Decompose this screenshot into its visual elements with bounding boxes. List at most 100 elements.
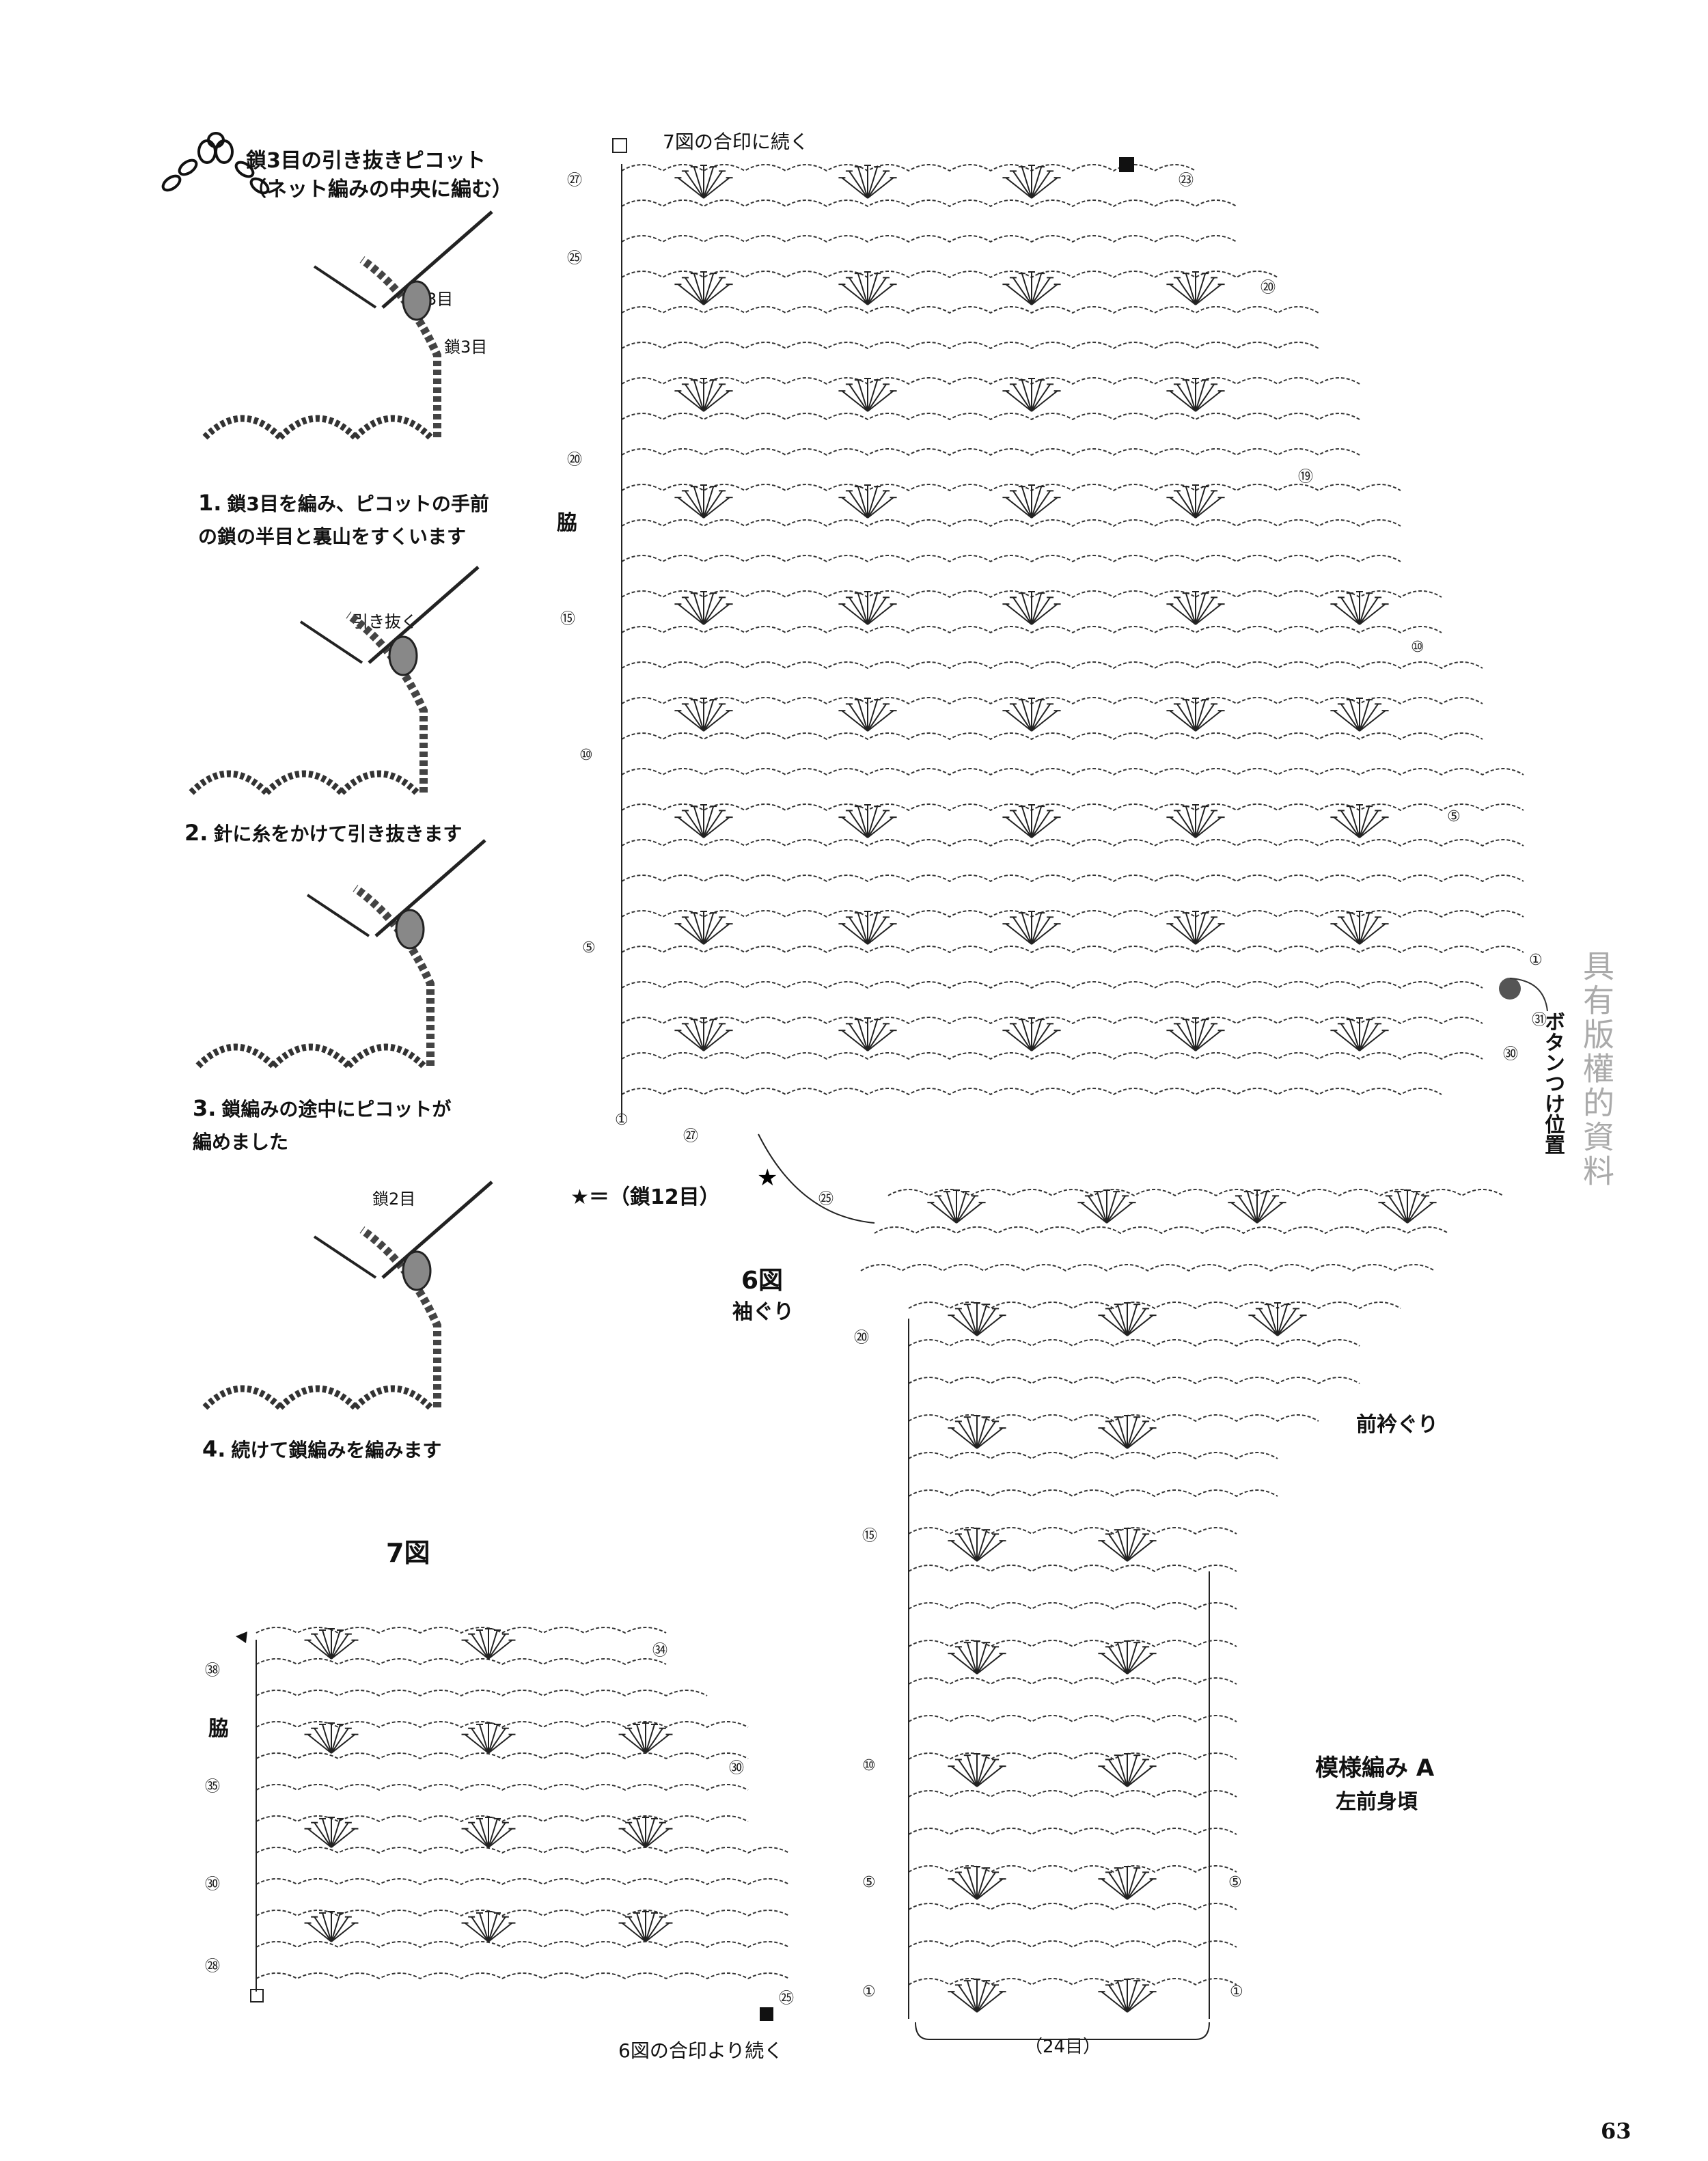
chain-net-row xyxy=(256,1941,790,1949)
step-2-text: 2.針に糸をかけて引き抜きます xyxy=(184,816,462,851)
shell-fan xyxy=(1166,591,1225,625)
shell-fan xyxy=(618,1817,673,1848)
shell-fan xyxy=(948,1528,1006,1562)
shell-fan xyxy=(1098,1415,1157,1449)
fig6-row-marker-right: ⑳ xyxy=(1261,279,1276,297)
chain-net-row xyxy=(908,1640,1237,1648)
fig6-row-marker-left: ㉗ xyxy=(567,172,583,189)
fig7-row-marker-right: ㉚ xyxy=(729,1760,745,1777)
fig6-row-marker-left: ⑳ xyxy=(854,1330,870,1347)
step-3-line1: 鎖編みの途中にピコットが xyxy=(221,1098,452,1120)
chain-net-row xyxy=(908,1414,1319,1422)
figure-7-chart xyxy=(256,1627,790,1992)
chain-net-row xyxy=(908,1565,1237,1573)
shell-fan xyxy=(948,1979,1006,2013)
step-1-text: 1.鎖3目を編み、ピコットの手前 の鎖の半目と裏山をすくいます xyxy=(198,486,489,553)
shell-fan xyxy=(838,165,897,199)
chain-net-row xyxy=(621,1088,1442,1096)
chain-net-row xyxy=(256,1910,790,1917)
chain-arch xyxy=(189,770,269,795)
yarn-chain xyxy=(359,256,441,437)
chain-net-row xyxy=(621,484,1401,492)
shell-fan xyxy=(838,484,897,519)
chain-arch xyxy=(195,1043,276,1069)
shell-fan xyxy=(1002,271,1061,305)
chain-net-row xyxy=(621,981,1483,989)
picot-step-illustrations xyxy=(189,210,493,1410)
fig6-armhole-label: 袖ぐり xyxy=(732,1300,794,1324)
picot-loop xyxy=(388,635,418,676)
fig6-row-marker-left: ① xyxy=(862,1983,876,2000)
shell-fan xyxy=(461,1722,516,1754)
chain-arch xyxy=(353,1385,433,1410)
working-yarn xyxy=(306,894,370,937)
chain-arch xyxy=(202,1385,283,1410)
fig6-width-bracket xyxy=(915,2022,1210,2040)
fig6-star-arc xyxy=(758,1133,875,1224)
crochet-hook xyxy=(368,566,480,664)
fig6-star-note: ★＝（鎖12目） xyxy=(570,1185,720,1209)
label-chain2: 鎖2目 xyxy=(372,1189,416,1209)
picot-title-line2: （ネット編みの中央に編む） xyxy=(246,178,512,202)
chain-net-row xyxy=(621,413,1360,421)
chain-net-row xyxy=(256,1972,790,1980)
chain-net-row xyxy=(621,271,1278,279)
fig6-button-position: ボタンつけ位置 xyxy=(1541,1011,1565,1155)
fig6-row-marker-right: ⑩ xyxy=(1411,639,1424,656)
shell-fan xyxy=(1166,804,1225,838)
step-4-line1: 続けて鎖編みを編みます xyxy=(231,1439,442,1461)
step-1-line2: の鎖の半目と裏山をすくいます xyxy=(198,525,467,548)
shell-fan xyxy=(1098,1528,1157,1562)
shell-fan xyxy=(1330,591,1389,625)
shell-fan xyxy=(1378,1189,1437,1224)
shell-fan xyxy=(1002,1017,1061,1051)
chain-net-row xyxy=(908,1377,1360,1385)
shell-fan xyxy=(674,165,733,199)
chain-net-row xyxy=(908,1865,1237,1873)
fig6-row-marker-left: ⑳ xyxy=(567,452,583,469)
chain-net-row xyxy=(256,1658,667,1666)
shell-fan xyxy=(1330,804,1389,838)
shell-fan xyxy=(674,378,733,412)
shell-fan xyxy=(1330,1017,1389,1051)
fig7-join-black-square-marker xyxy=(760,2007,773,2021)
shell-fan xyxy=(461,1911,516,1942)
shell-fan xyxy=(1077,1189,1136,1224)
shell-fan xyxy=(1166,698,1225,732)
fig7-row-marker-left: ㉚ xyxy=(205,1876,221,1893)
step-2-line1: 針に糸をかけて引き抜きます xyxy=(213,823,463,845)
yarn-chain xyxy=(359,1226,441,1407)
chain-net-row xyxy=(621,732,1483,741)
chain-net-row xyxy=(621,306,1319,314)
chain-net-row xyxy=(621,199,1237,208)
fig6-row-marker-right: ㉓ xyxy=(1179,172,1194,189)
picot-guide-title: 鎖3目の引き抜きピコット （ネット編みの中央に編む） xyxy=(246,147,512,204)
shell-fan xyxy=(1330,698,1389,732)
shell-fan xyxy=(304,1911,359,1942)
fig6-row-marker-right: ㉚ xyxy=(1503,1046,1519,1063)
shell-fan xyxy=(838,378,897,412)
chain-net-row xyxy=(256,1815,749,1823)
chain-net-row xyxy=(621,839,1524,847)
step-1-number: 1. xyxy=(198,490,222,516)
fig6-row-marker-left: ⑩ xyxy=(862,1757,876,1774)
crochet-hook xyxy=(374,839,486,937)
shell-fan xyxy=(1166,484,1225,519)
shell-fan xyxy=(948,1302,1006,1336)
chain-net-row xyxy=(874,1226,1449,1235)
shell-fan xyxy=(674,911,733,945)
chain-net-row xyxy=(621,555,1401,563)
chain-net-row xyxy=(908,1302,1401,1310)
step-4-text: 4.続けて鎖編みを編みます xyxy=(202,1433,441,1467)
fig6-side-label: 脇 xyxy=(557,511,577,535)
step-1-line1: 鎖3目を編み、ピコットの手前 xyxy=(227,493,489,515)
picot-loop xyxy=(395,909,425,950)
shell-fan xyxy=(618,1911,673,1942)
shell-fan xyxy=(948,1753,1006,1787)
chain-arch xyxy=(346,1043,426,1069)
shell-fan xyxy=(1002,804,1061,838)
shell-fan xyxy=(1248,1302,1307,1336)
chain-net-row xyxy=(908,1790,1237,1798)
chain-net-row xyxy=(908,1752,1237,1761)
